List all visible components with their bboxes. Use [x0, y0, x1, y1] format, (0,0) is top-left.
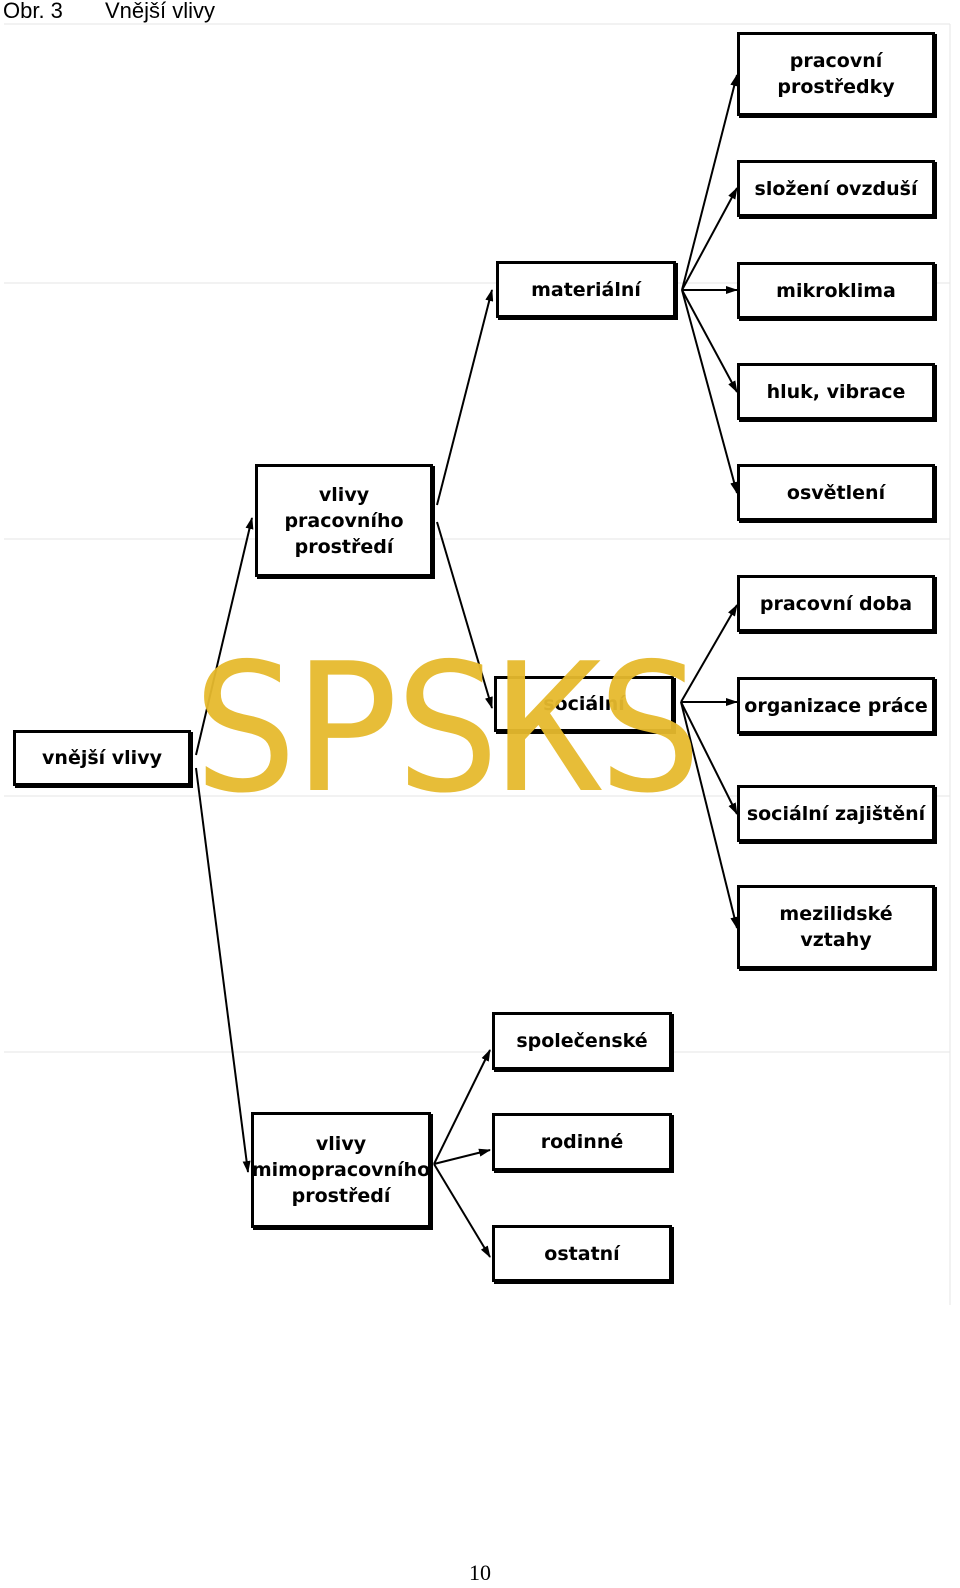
node-work-organization: organizace práce	[737, 677, 935, 734]
node-work-tools: pracovní prostředky	[737, 32, 935, 116]
node-interpersonal-relations: mezilidské vztahy	[737, 885, 935, 969]
arrow-material-to-noise	[681, 289, 738, 393]
figure-caption: Obr. 3 Vnější vlivy	[3, 0, 215, 24]
page-number: 10	[469, 1560, 491, 1585]
node-family: rodinné	[492, 1113, 672, 1171]
node-nonwork-environment: vlivy mimopracovního prostředí	[251, 1112, 431, 1228]
arrow-work-env-to-social	[436, 521, 493, 709]
node-material: materiální	[496, 261, 676, 318]
node-societal: společenské	[492, 1012, 672, 1070]
node-microclimate: mikroklima	[737, 262, 935, 319]
node-work-environment: vlivy pracovního prostředí	[255, 464, 433, 577]
node-air-composition: složení ovzduší	[737, 160, 935, 217]
arrow-root-to-nonwork-env	[195, 767, 251, 1173]
arrow-nonwork-to-other	[433, 1163, 491, 1258]
figure-number: Obr. 3	[3, 0, 63, 23]
node-other: ostatní	[492, 1225, 672, 1282]
arrow-social-to-social-security	[680, 701, 738, 815]
arrow-material-to-lighting	[681, 289, 738, 494]
connector-arrows	[195, 74, 739, 1258]
node-social-security: sociální zajištění	[737, 785, 935, 842]
arrow-material-to-work-tools	[681, 74, 739, 291]
arrow-root-to-work-env	[195, 517, 254, 756]
arrow-material-to-air	[681, 187, 738, 291]
arrow-social-to-relations	[680, 701, 739, 929]
node-noise-vibration: hluk, vibrace	[737, 363, 935, 420]
arrow-social-to-work-time	[680, 604, 738, 703]
arrow-nonwork-to-societal	[433, 1049, 491, 1165]
node-lighting: osvětlení	[737, 464, 935, 521]
node-working-time: pracovní doba	[737, 575, 935, 632]
arrow-nonwork-to-family	[433, 1148, 491, 1165]
arrow-work-env-to-material	[436, 289, 494, 506]
node-root: vnější vlivy	[13, 730, 191, 786]
watermark: SPSKS	[192, 625, 704, 832]
node-social: sociální	[494, 676, 674, 732]
figure-title: Vnější vlivy	[105, 0, 216, 23]
